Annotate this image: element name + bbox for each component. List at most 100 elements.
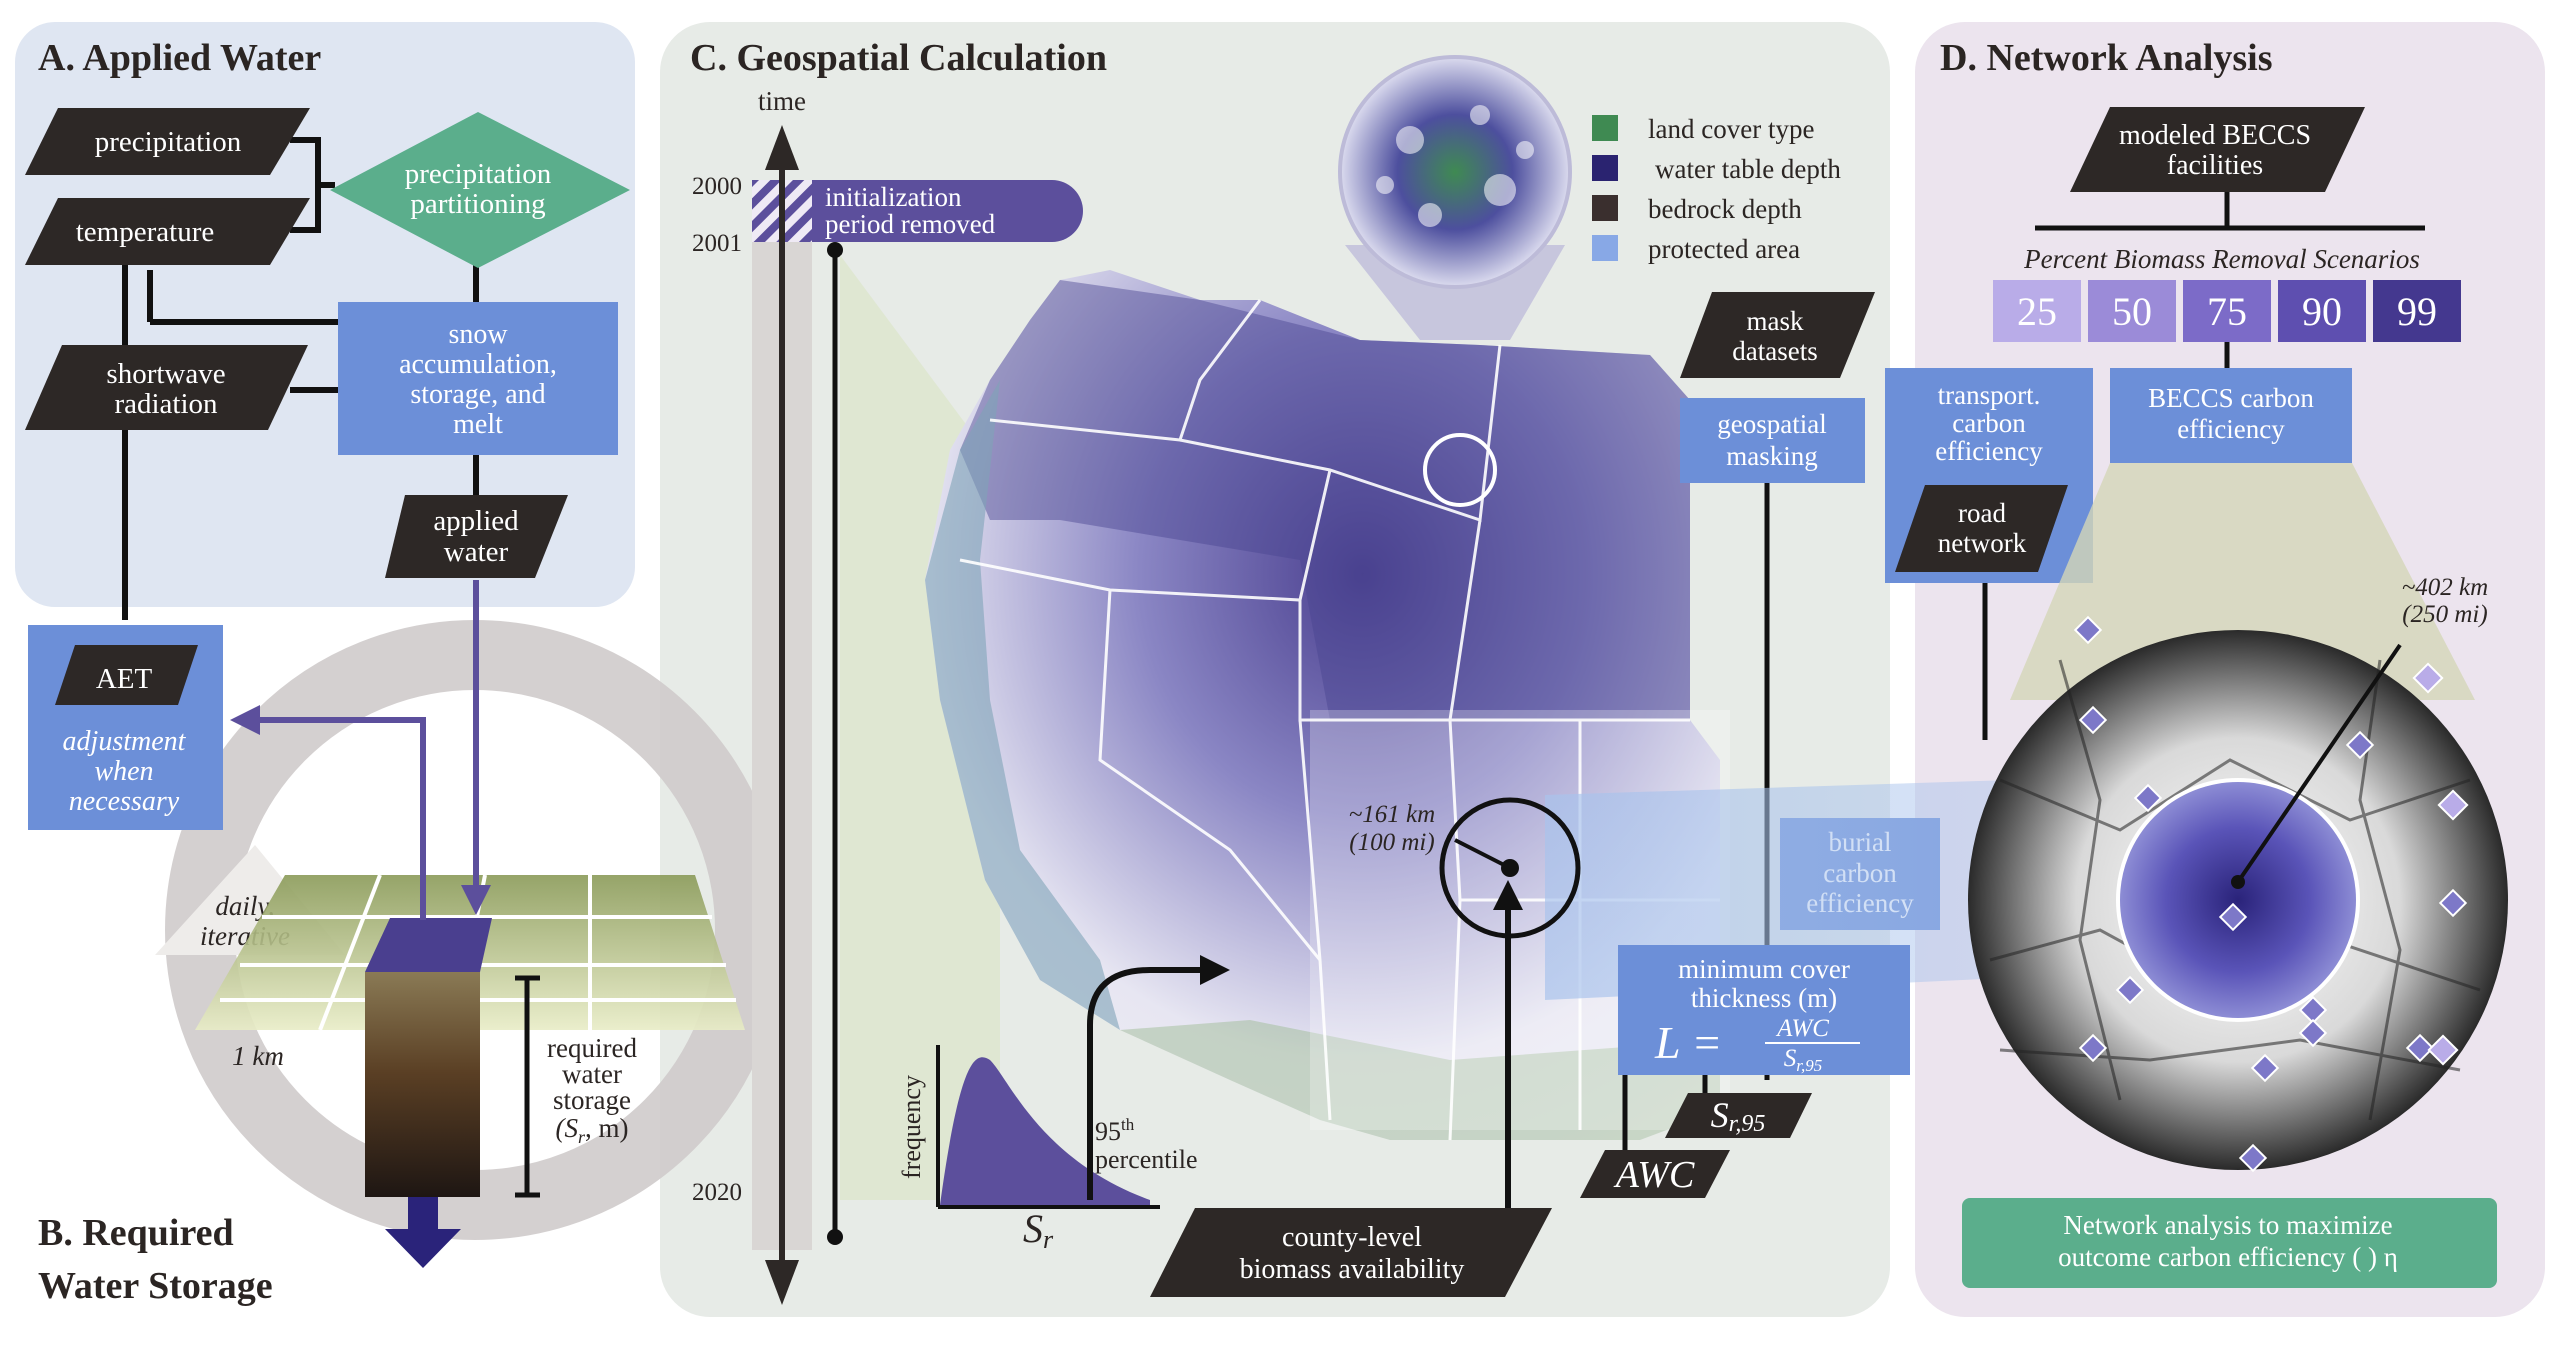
applied-water-box [385, 495, 568, 578]
transport-label-2: carbon [1952, 408, 2026, 438]
scenario-box-25 [1993, 280, 2081, 342]
modeled-beccs-box [2070, 107, 2365, 192]
facility-marker [2238, 1143, 2268, 1173]
required-storage-label-4: (Sr, m) [555, 1113, 628, 1147]
western-us-map [925, 270, 1720, 1140]
scenarios-title: Percent Biomass Removal Scenarios [2023, 244, 2420, 274]
county-label-2: biomass availability [1240, 1254, 1465, 1285]
formula-denominator: Sr,95 [1784, 1045, 1822, 1075]
mask-label-1: mask [1747, 306, 1804, 336]
map-coastal-region [925, 380, 1120, 1030]
aet-label: AET [96, 663, 153, 695]
sr-axis-sub: r [1043, 1225, 1054, 1254]
facility-markers [2073, 615, 2469, 1173]
radius-161-line [1454, 838, 1511, 870]
facility-marker [2427, 1034, 2459, 1066]
applied-water-label-1: applied [433, 505, 519, 537]
beccs-projection-cone [2010, 463, 2475, 700]
percentile-label-1: 95th [1095, 1115, 1135, 1146]
geomask-label-2: masking [1726, 441, 1818, 471]
column-drain-arrow [385, 1229, 461, 1268]
legend-label-land-cover: land cover type [1648, 114, 1814, 144]
column-drain-stem [408, 1197, 438, 1229]
county-biomass-box [1150, 1208, 1552, 1297]
facility-marker [2437, 789, 2469, 821]
analysis-end-dot [827, 1229, 843, 1245]
panel-d-title: D. Network Analysis [1940, 37, 2273, 79]
precipitation-box [25, 108, 310, 175]
facility-marker [2078, 1033, 2108, 1063]
shortwave-radiation-box [25, 345, 308, 430]
legend-swatch-water-table [1592, 155, 1618, 181]
minimum-cover-box [1618, 945, 1910, 1075]
scenario-box-50 [2088, 280, 2176, 342]
sr95-sub: r,95 [1729, 1111, 1766, 1137]
scenario-label-25: 25 [2017, 289, 2057, 334]
frequency-distribution: frequency Sr 95th percentile [897, 955, 1230, 1254]
temperature-box [25, 198, 310, 265]
transport-label-3: efficiency [1935, 436, 2043, 466]
percentile-number: 95 [1095, 1117, 1121, 1146]
map-legend: land cover type water table depth bedroc… [1592, 114, 1841, 264]
facility-marker [2298, 995, 2328, 1025]
adjust-label-2: when [94, 756, 153, 787]
column-to-aet-arrow [230, 705, 426, 920]
mincover-label-2: thickness (m) [1691, 983, 1837, 1013]
road-label-2: network [1938, 528, 2027, 558]
year-2001: 2001 [692, 230, 742, 257]
partitioning-label-2: partitioning [410, 188, 545, 220]
geospatial-masking-box [1680, 398, 1865, 483]
legend-label-bedrock: bedrock depth [1648, 194, 1802, 224]
storage-bracket [515, 975, 540, 1198]
facility-marker [2250, 1053, 2280, 1083]
grid-size-label: 1 km [232, 1041, 284, 1071]
percentile-arrow [1087, 955, 1230, 1200]
facility-marker [2078, 705, 2108, 735]
panel-b-title-1: B. Required [38, 1212, 234, 1254]
scenario-label-90: 90 [2302, 289, 2342, 334]
radius-402-label-1: ~402 km [2402, 574, 2488, 601]
formula-numerator: AWC [1775, 1015, 1829, 1042]
map-southern-region [1120, 1020, 1720, 1140]
required-storage-label-1: required [547, 1033, 637, 1063]
soil-column [365, 972, 480, 1197]
facility-marker [2412, 662, 2444, 694]
grid-lines [220, 874, 736, 1031]
formula-lhs: L = [1654, 1017, 1722, 1068]
sr-axis-s: S [1023, 1206, 1043, 1251]
awc-label: AWC [1613, 1154, 1695, 1196]
radius-161-center [1501, 859, 1519, 877]
network-label-2: outcome carbon efficiency ( ) η [2058, 1242, 2398, 1272]
map-detail-circle [1338, 55, 1572, 289]
snow-label-2: accumulation, [399, 349, 557, 380]
beccs-carbon-box [2110, 368, 2352, 463]
aet-box [55, 645, 198, 705]
temperature-label: temperature [76, 216, 214, 248]
shortwave-label-1: shortwave [106, 358, 225, 390]
scenario-label-99: 99 [2397, 289, 2437, 334]
beccs-label-1: BECCS carbon [2148, 383, 2314, 413]
mask-datasets-box [1680, 292, 1875, 378]
percentile-sup: th [1121, 1115, 1135, 1134]
legend-swatch-land-cover [1592, 115, 1618, 141]
percentile-label-2: percentile [1095, 1145, 1198, 1174]
modeled-label-1: modeled BECCS [2119, 120, 2311, 151]
column-top-cell [365, 918, 492, 972]
geomask-label-1: geospatial [1717, 409, 1826, 439]
frequency-axis-label: frequency [897, 1075, 926, 1179]
map-northwest-region [960, 280, 1690, 720]
facility-marker [2115, 975, 2145, 1005]
required-storage-label-3: storage [553, 1085, 631, 1115]
modeled-label-2: facilities [2167, 150, 2263, 181]
init-label-2: period removed [825, 209, 996, 239]
network-inner-circle [2116, 778, 2360, 1022]
network-label-1: Network analysis to maximize [2063, 1210, 2392, 1240]
legend-label-protected: protected area [1648, 234, 1800, 264]
req-unit: , m) [585, 1113, 629, 1143]
facility-marker [2073, 615, 2103, 645]
req-s: (S [555, 1113, 578, 1143]
sr95-label: Sr,95 [1711, 1095, 1766, 1137]
snow-accumulation-box [338, 302, 618, 455]
